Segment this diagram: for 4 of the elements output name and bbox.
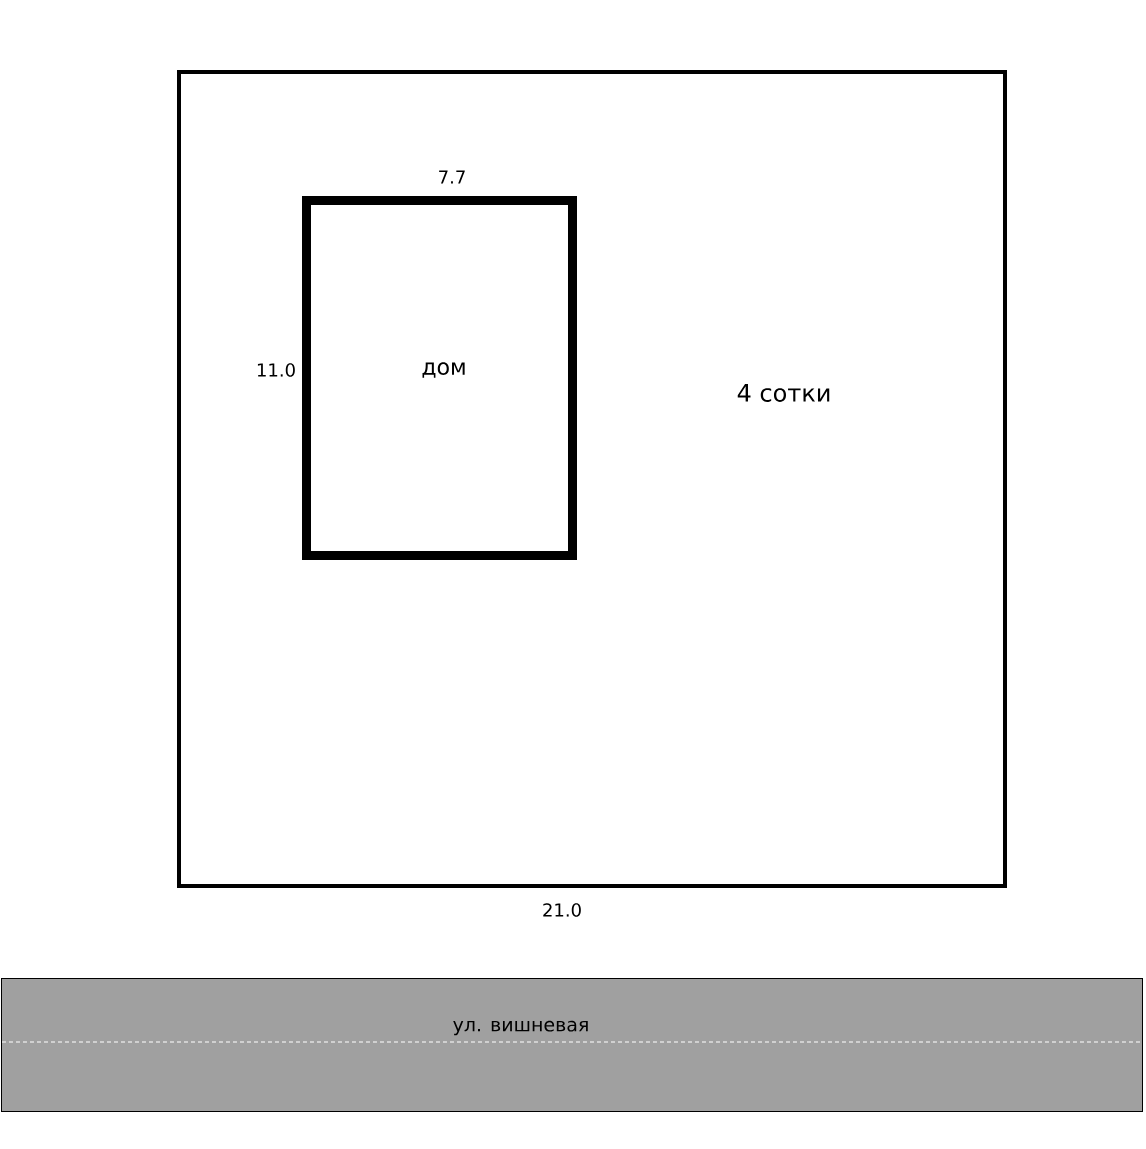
dimension-label: 21.0 [543,903,581,917]
house-outline: дом [302,196,577,560]
street-band: ул. вишневая [1,978,1143,1112]
dimension-label: 7.7 [439,170,465,184]
